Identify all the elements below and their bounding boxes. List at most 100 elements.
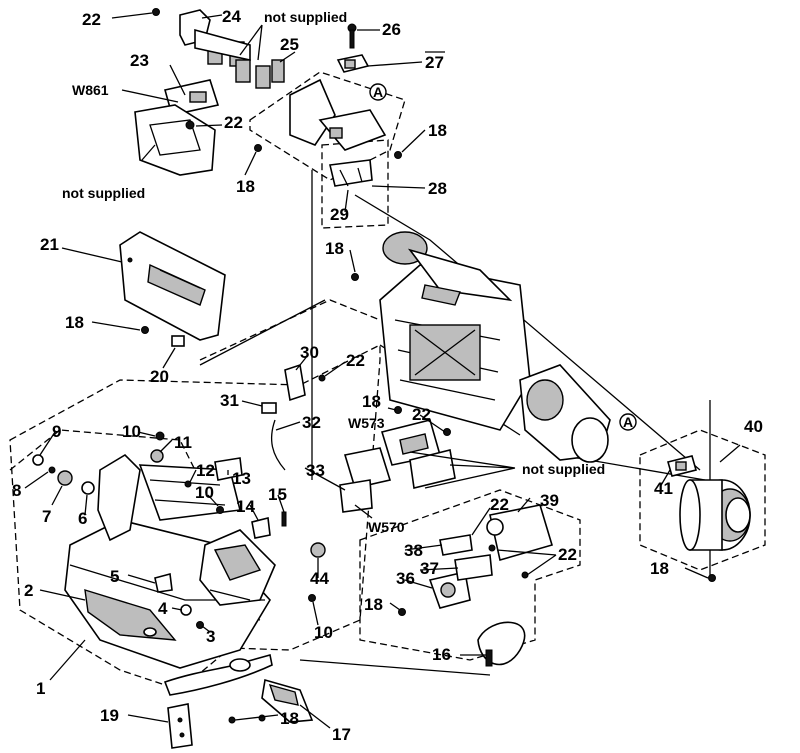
part-7 — [57, 470, 73, 486]
label-22: 22 — [346, 351, 365, 370]
screw-18 — [228, 716, 236, 724]
label-3: 3 — [206, 627, 215, 646]
label-2: 2 — [24, 581, 33, 600]
board-w570 — [339, 449, 456, 513]
grip-frame — [97, 453, 241, 542]
label-27: 27 — [425, 53, 444, 72]
screw-18 — [141, 326, 149, 334]
label-leaders — [24, 12, 741, 729]
not-supplied-note: not supplied — [264, 9, 347, 25]
screw-22 — [443, 428, 451, 436]
bracket-24 — [179, 9, 251, 67]
label-4: 4 — [158, 599, 168, 618]
label-30: 30 — [300, 343, 319, 362]
screw-22-top — [152, 8, 195, 130]
part-20 — [171, 335, 185, 347]
screw-18 — [258, 714, 266, 722]
part-15 — [281, 511, 287, 527]
parts-36-38 — [398, 534, 529, 616]
part-12 — [184, 480, 192, 488]
label-18: 18 — [280, 709, 299, 728]
cable-run-outline — [199, 299, 381, 361]
strap-16 — [477, 621, 526, 667]
label-18: 18 — [364, 595, 383, 614]
board-w573 — [343, 419, 442, 489]
label-20: 20 — [150, 367, 169, 386]
label-24: 24 — [222, 7, 241, 26]
part-11 — [150, 449, 164, 463]
screw-18 — [394, 151, 402, 159]
bracket-28-assembly — [289, 78, 387, 187]
part-8 — [48, 466, 56, 474]
part-13 — [214, 457, 243, 481]
screw-18 — [708, 574, 716, 582]
label-25: 25 — [280, 35, 299, 54]
label-22: 22 — [558, 545, 577, 564]
lower-board-outline — [359, 489, 581, 661]
label-31: 31 — [220, 391, 239, 410]
screw-18 — [254, 144, 262, 152]
label-21: 21 — [40, 235, 59, 254]
label-22: 22 — [490, 495, 509, 514]
label-1: 1 — [36, 679, 45, 698]
label-36: 36 — [396, 569, 415, 588]
label-10: 10 — [195, 483, 214, 502]
leader-line — [299, 659, 491, 676]
part-4 — [180, 604, 192, 616]
part-6 — [81, 481, 95, 495]
control-block — [199, 529, 276, 606]
label-18: 18 — [428, 121, 447, 140]
circle-ref-a: A A — [369, 83, 637, 431]
label-39: 39 — [540, 491, 559, 510]
screw-9 — [32, 454, 44, 466]
label-8: 8 — [12, 481, 21, 500]
ref-w573: W573 — [348, 415, 385, 431]
screw-3 — [196, 621, 204, 629]
label-5: 5 — [110, 567, 119, 586]
cable-32 — [271, 419, 286, 471]
connector-30 — [284, 363, 326, 402]
label-19: 19 — [100, 706, 119, 725]
label-18: 18 — [650, 559, 669, 578]
shield-plate-not-supplied — [134, 104, 216, 176]
label-28: 28 — [428, 179, 447, 198]
label-22: 22 — [412, 405, 431, 424]
label-11: 11 — [174, 433, 192, 452]
side-panel-21 — [119, 231, 226, 341]
label-44: 44 — [310, 569, 329, 588]
screw-10 — [308, 594, 316, 602]
screw-26 — [347, 23, 357, 49]
screw-10 — [155, 431, 165, 441]
leader-line — [199, 299, 326, 366]
bracket-27 — [336, 54, 370, 73]
label-12: 12 — [196, 461, 215, 480]
lens-unit-40 — [679, 479, 751, 551]
lens-assembly-outline — [639, 429, 766, 571]
label-29: 29 — [330, 205, 349, 224]
not-supplied-note: not supplied — [62, 185, 145, 201]
label-6: 6 — [78, 509, 87, 528]
label-38: 38 — [404, 541, 423, 560]
top-bracket-outline — [249, 71, 406, 181]
label-32: 32 — [302, 413, 321, 432]
part-5 — [154, 572, 173, 593]
label-41: 41 — [654, 479, 673, 498]
part-41 — [667, 455, 697, 477]
label-15: 15 — [268, 485, 287, 504]
label-18: 18 — [325, 239, 344, 258]
part-19 — [167, 703, 193, 749]
part-44 — [310, 542, 326, 558]
ref-a-label: A — [623, 414, 633, 430]
label-7: 7 — [42, 507, 51, 526]
mechanism-block — [351, 231, 531, 431]
label-18: 18 — [236, 177, 255, 196]
label-17: 17 — [332, 725, 351, 744]
hand-strap — [163, 653, 273, 696]
board-39 — [486, 504, 553, 562]
label-18: 18 — [362, 392, 381, 411]
lens-barrel — [519, 364, 611, 463]
part-17 — [261, 678, 314, 723]
label-13: 13 — [232, 469, 251, 488]
label-26: 26 — [382, 20, 401, 39]
